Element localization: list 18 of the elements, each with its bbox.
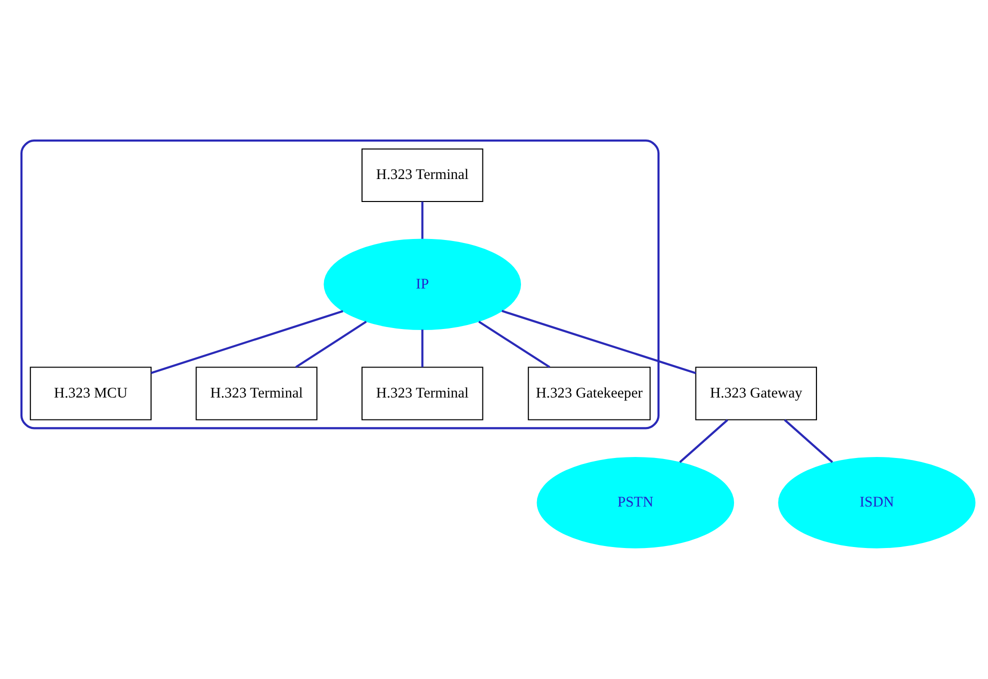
node-box: H.323 Terminal (196, 366, 318, 420)
connector (784, 418, 834, 462)
connector (478, 320, 550, 368)
node-box: H.323 Terminal (362, 366, 484, 420)
connector (421, 329, 424, 367)
node-box: H.323 Gateway (695, 366, 817, 420)
node-ellipse: PSTN (536, 456, 734, 548)
node-box: H.323 MCU (30, 366, 152, 420)
node-box: H.323 Gatekeeper (528, 366, 651, 420)
node-box: H.323 Terminal (362, 148, 484, 202)
connector (502, 309, 696, 374)
connector (421, 201, 424, 238)
connector (295, 320, 367, 368)
cluster (20, 139, 660, 429)
connector (679, 418, 728, 462)
node-ellipse: ISDN (778, 456, 976, 548)
connector (150, 310, 344, 374)
node-ellipse: IP (324, 238, 522, 330)
